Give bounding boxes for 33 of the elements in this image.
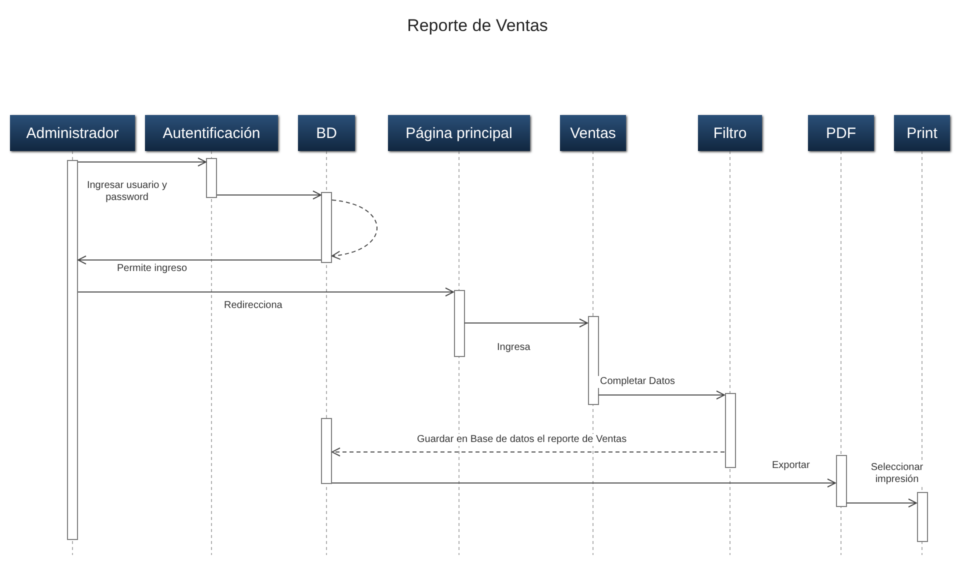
activation-bar bbox=[588, 316, 598, 405]
edge-label: Guardar en Base de datos el reporte de Ventas bbox=[415, 434, 629, 446]
message-arrow bbox=[216, 190, 322, 200]
lifeline-header: Autentificación bbox=[145, 115, 278, 151]
lifeline-header: Filtro bbox=[698, 115, 762, 151]
edge-label: Completar Datos bbox=[598, 376, 678, 388]
lifeline-header: Página principal bbox=[388, 115, 530, 151]
edge-label: Exportar bbox=[770, 460, 812, 472]
activation-bar bbox=[321, 192, 332, 263]
message-arrow bbox=[846, 498, 917, 508]
edge-label: Ingresa bbox=[495, 342, 532, 354]
diagram-title: Reporte de Ventas bbox=[406, 16, 549, 36]
message-arrow bbox=[78, 288, 454, 296]
edge-label: Permite ingreso bbox=[115, 263, 190, 275]
message-arrow bbox=[78, 256, 322, 264]
activation-bar bbox=[836, 455, 846, 507]
activation-bar bbox=[321, 418, 332, 484]
activation-bar bbox=[206, 158, 217, 198]
activation-bar bbox=[916, 492, 928, 542]
lifeline-header: Ventas bbox=[560, 115, 626, 151]
activation-bar bbox=[454, 290, 464, 357]
lifeline-header: BD bbox=[298, 115, 355, 151]
message-arrow bbox=[332, 478, 836, 488]
message-arrow bbox=[464, 318, 588, 328]
lifeline-header: Administrador bbox=[10, 115, 135, 151]
message-arrow bbox=[332, 448, 725, 456]
lifeline-header: Print bbox=[894, 115, 950, 151]
message-arrow bbox=[78, 158, 206, 166]
lifeline-header: PDF bbox=[808, 115, 874, 151]
message-arrow bbox=[332, 200, 378, 260]
activation-bar bbox=[724, 393, 736, 468]
activation-bar bbox=[67, 160, 78, 540]
message-arrow bbox=[598, 390, 725, 400]
